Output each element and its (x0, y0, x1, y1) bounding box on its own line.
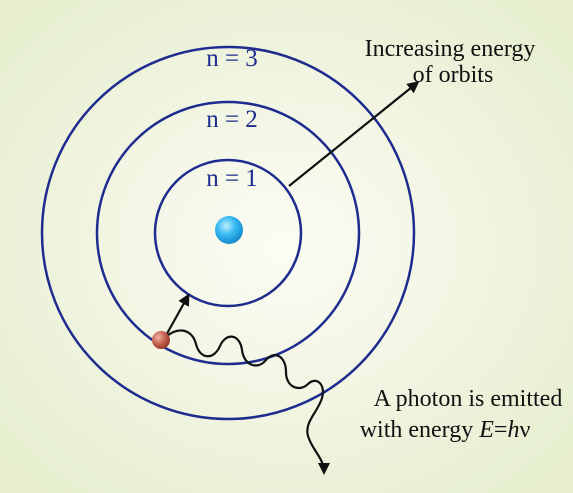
photon-label-line-2: with energy E=hν (360, 417, 531, 443)
orbit-label-n3: n = 3 (206, 45, 258, 72)
photon-label-prefix: with energy (360, 417, 480, 443)
photon-label-nu: ν (519, 417, 530, 443)
photon-label-line-1: A photon is emitted (374, 386, 563, 412)
nucleus-icon (215, 216, 243, 244)
energy-label-line-1: Increasing energy (365, 36, 536, 62)
orbit-label-n2: n = 2 (206, 106, 258, 133)
electron-icon (152, 331, 170, 349)
orbit-label-n1: n = 1 (206, 165, 258, 192)
photon-label-h: h (507, 417, 519, 443)
photon-label-equals: = (494, 417, 508, 443)
energy-label-line-2: of orbits (413, 62, 494, 88)
photon-label-E: E (478, 417, 494, 443)
